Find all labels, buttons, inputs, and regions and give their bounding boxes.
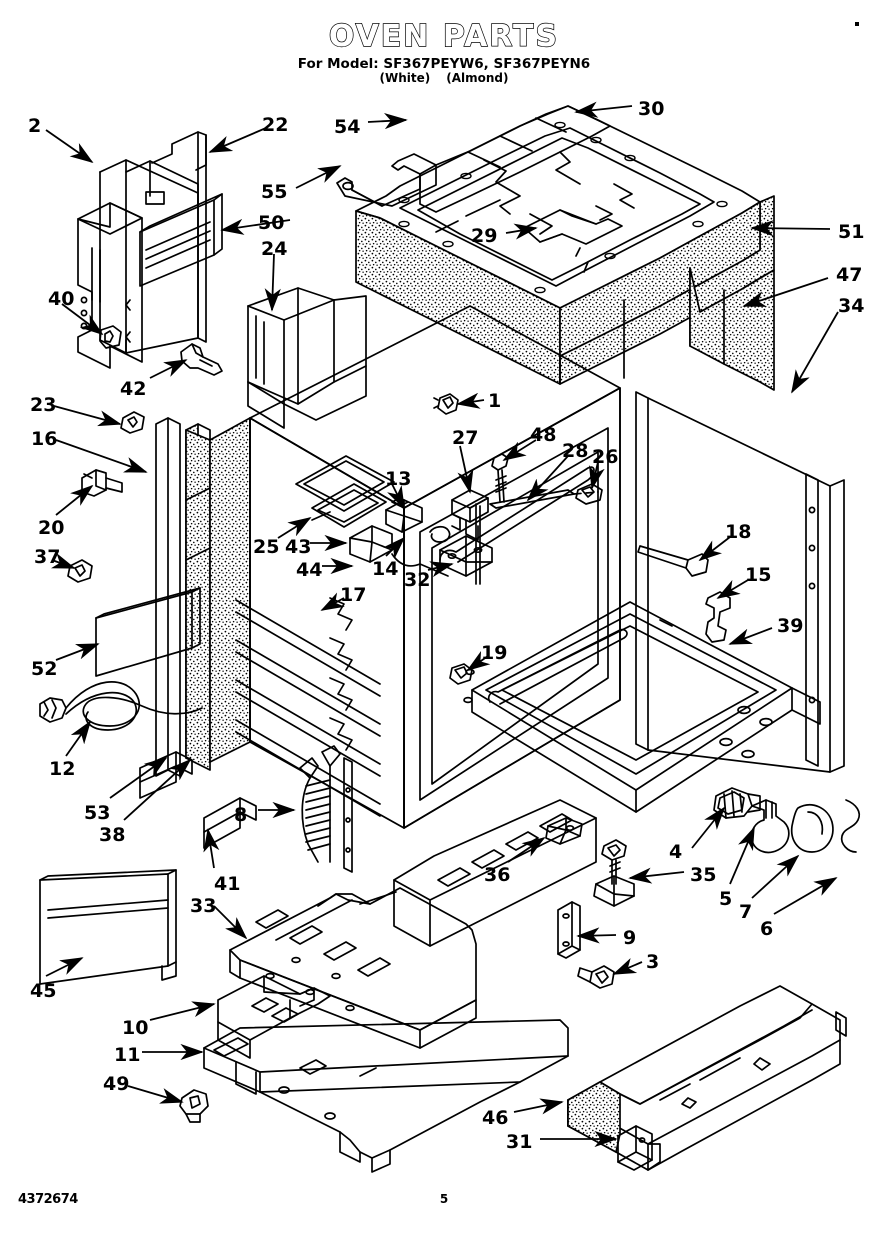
callout-36: 36 xyxy=(484,864,511,886)
callout-43: 43 xyxy=(285,536,312,558)
part-clip-23 xyxy=(120,411,145,434)
callout-37: 37 xyxy=(34,546,61,568)
part-right-frame-34 xyxy=(635,391,845,773)
page-title: OVEN PARTS xyxy=(328,19,560,54)
part-bottom-rails xyxy=(139,751,257,849)
callout-53: 53 xyxy=(84,802,111,824)
callout-28: 28 xyxy=(562,440,589,462)
callout-24: 24 xyxy=(261,238,288,260)
callout-12: 12 xyxy=(49,758,76,780)
part-front-panel-45 xyxy=(39,869,177,985)
callout-27: 27 xyxy=(452,427,479,449)
part-hinge-clip-15 xyxy=(705,591,731,643)
part-bottom-panel-39 xyxy=(471,601,821,813)
callout-48: 48 xyxy=(530,424,557,446)
part-control-components xyxy=(311,393,603,585)
part-clip-37 xyxy=(67,559,93,583)
callout-8: 8 xyxy=(234,804,248,826)
part-bracket-36 xyxy=(545,817,583,845)
callout-16: 16 xyxy=(31,428,58,450)
callout-41: 41 xyxy=(214,873,241,895)
part-latch-spring-8 xyxy=(299,745,353,873)
model-line: For Model: SF367PEYW6, SF367PEYN6 xyxy=(297,56,591,72)
part-drawer-pan-33 xyxy=(229,887,477,1049)
scan-speck-artifact xyxy=(855,22,859,26)
callout-15: 15 xyxy=(745,564,772,586)
callout-30: 30 xyxy=(638,98,665,120)
part-insulated-beam-46 xyxy=(567,985,847,1171)
callout-7: 7 xyxy=(739,901,753,923)
callout-31: 31 xyxy=(506,1131,533,1153)
color-variants-line: (White) (Almond) xyxy=(0,72,888,85)
part-clip-49 xyxy=(179,1089,209,1123)
callout-38: 38 xyxy=(99,824,126,846)
callout-35: 35 xyxy=(690,864,717,886)
callout-44: 44 xyxy=(296,559,323,581)
part-sensor-42 xyxy=(180,343,223,376)
callout-19: 19 xyxy=(481,642,508,664)
color-white-label: (White) xyxy=(379,71,431,86)
color-almond-label: (Almond) xyxy=(446,71,509,86)
callout-5: 5 xyxy=(719,888,733,910)
part-leveling-leg-35 xyxy=(593,839,635,907)
part-bracket-54 xyxy=(336,153,437,207)
callout-34: 34 xyxy=(838,295,865,317)
part-duct-24 xyxy=(247,287,367,429)
part-insulation-top xyxy=(355,195,775,391)
callout-29: 29 xyxy=(471,225,498,247)
callout-4: 4 xyxy=(669,841,683,863)
leader-lines xyxy=(45,101,839,1148)
part-bracket-9 xyxy=(557,901,581,959)
callout-39: 39 xyxy=(777,615,804,637)
callout-3: 3 xyxy=(646,951,660,973)
callout-49: 49 xyxy=(103,1073,130,1095)
callout-54: 54 xyxy=(334,116,361,138)
callout-51: 51 xyxy=(838,221,865,243)
callout-23: 23 xyxy=(30,394,57,416)
callout-55: 55 xyxy=(261,181,288,203)
part-screw-19 xyxy=(449,663,473,685)
part-left-insulation-wall xyxy=(185,417,251,771)
callout-47: 47 xyxy=(836,264,863,286)
callout-17: 17 xyxy=(340,584,367,606)
callout-22: 22 xyxy=(262,114,289,136)
callout-20: 20 xyxy=(38,517,65,539)
callout-11: 11 xyxy=(114,1044,141,1066)
callout-18: 18 xyxy=(725,521,752,543)
callout-1: 1 xyxy=(488,390,502,412)
part-base-tabs xyxy=(251,997,299,1023)
callout-14: 14 xyxy=(372,558,399,580)
part-clip-40 xyxy=(99,325,122,349)
part-switch-20 xyxy=(81,469,123,497)
page-number: 5 xyxy=(439,1192,449,1206)
callout-42: 42 xyxy=(120,378,147,400)
part-base-trim xyxy=(203,975,569,1173)
callout-40: 40 xyxy=(48,288,75,310)
part-panel-52 xyxy=(95,587,201,677)
callout-2: 2 xyxy=(28,115,42,137)
callout-26: 26 xyxy=(592,446,619,468)
part-lamp-assembly xyxy=(713,787,861,854)
callout-10: 10 xyxy=(122,1017,149,1039)
callout-50: 50 xyxy=(258,212,285,234)
publication-number: 4372674 xyxy=(18,1192,78,1207)
part-vent-panel xyxy=(139,193,223,287)
part-power-cord-12 xyxy=(39,681,203,731)
title-block: OVEN PARTS For Model: SF367PEYW6, SF367P… xyxy=(0,19,888,85)
callout-52: 52 xyxy=(31,658,58,680)
callout-9: 9 xyxy=(623,927,637,949)
callout-33: 33 xyxy=(190,895,217,917)
callout-6: 6 xyxy=(760,918,774,940)
callout-13: 13 xyxy=(385,468,412,490)
part-screw-3 xyxy=(577,965,615,989)
callout-32: 32 xyxy=(404,569,431,591)
callout-45: 45 xyxy=(30,980,57,1002)
callout-25: 25 xyxy=(253,536,280,558)
callout-46: 46 xyxy=(482,1107,509,1129)
part-rear-panel-assembly xyxy=(77,131,207,369)
